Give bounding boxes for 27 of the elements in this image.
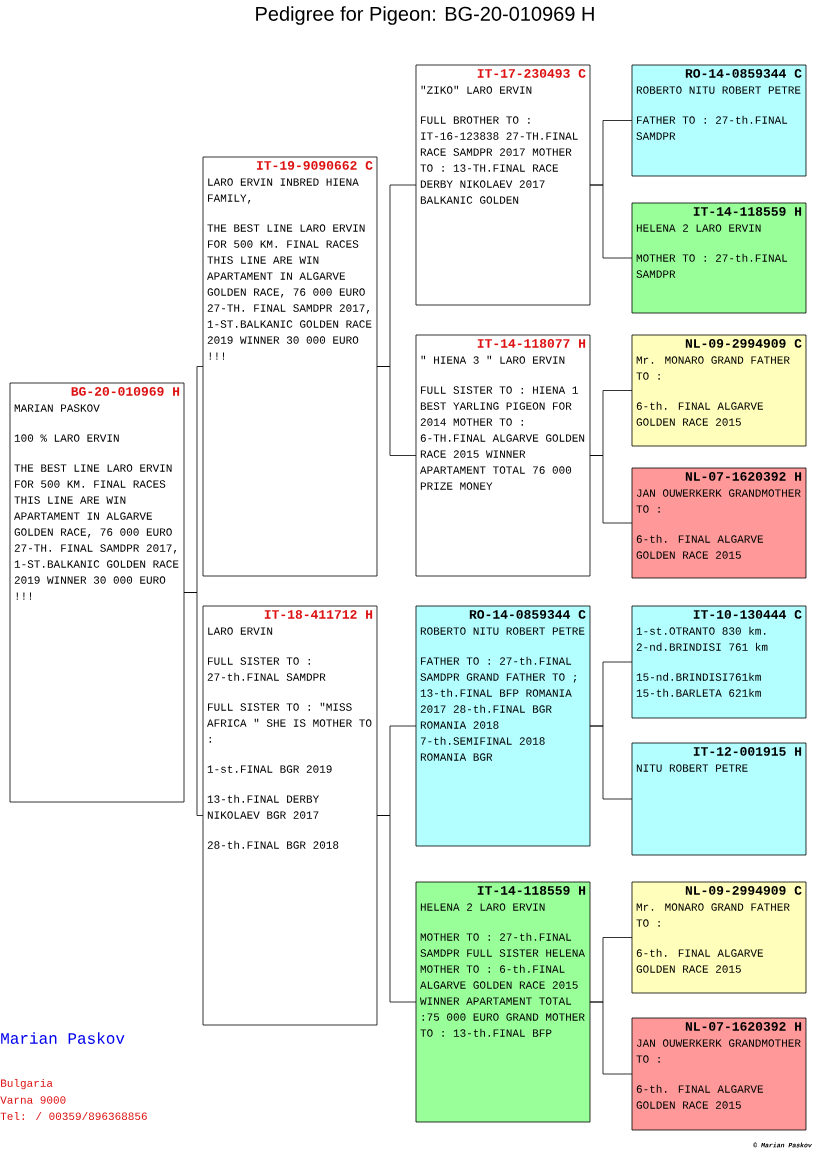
pedigree-box: IT-19-9090662 C LARO ERVIN INBRED HIENA FAMILY, THE BEST LINE LARO ERVIN FOR 500 KM. FINAL RACES THIS LINE ARE WIN APARTAMENT IN ALGARVE GOLDEN RACE, 76 000 EURO 27-TH. FINAL SAMDPR 2017, 1-ST.BALKANIC GOLDEN RACE 2019 WINNER 30 000 EURO !!! — [202, 156, 378, 577]
title: Pedigree for Pigeon: BG-20-010969 H — [256, 6, 594, 25]
pedigree-box: IT-17-230493 C "ZIKO" LARO ERVIN FULL BROTHER TO : IT-16-123838 27-TH.FINAL RACE SAMDPR 2017 MOTHER TO : 13-TH.FINAL RACE DERBY NIKOLAEV 2017 BALKANIC GOLDEN — [415, 64, 591, 306]
pedigree-box: NL-07-1620392 H JAN OUWERKERK GRANDMOTHER TO : 6-th. FINAL ALGARVE GOLDEN RACE 2015 — [631, 1017, 807, 1131]
connector-line — [589, 455, 633, 524]
pedigree-box: NL-09-2994909 C Mr. MONARO GRAND FATHER TO : 6-th. FINAL ALGARVE GOLDEN RACE 2015 — [631, 881, 807, 994]
pedigree-box: IT-12-001915 H NITU ROBERT PETRE — [631, 742, 807, 856]
pedigree-box: RO-14-0859344 C ROBERTO NITU ROBERT PETRE FATHER TO : 27-th.FINAL SAMDPR — [631, 64, 807, 177]
address-line: Varna 9000 — [0, 1096, 66, 1104]
pedigree-box: NL-07-1620392 H JAN OUWERKERK GRANDMOTHER TO : 6-th. FINAL ALGARVE GOLDEN RACE 2015 — [631, 467, 807, 579]
address-line: Bulgaria — [1, 1078, 53, 1090]
pedigree-box: IT-18-411712 H LARO ERVIN FULL SISTER TO : 27-th.FINAL SAMDPR FULL SISTER TO : "MISS AFRICA " SHE IS MOTHER TO : 1-st.FINAL BGR 2019 13-th.FINAL DERBY NIKOLAEV BGR 2017 28-th.FINAL BGR 2018 — [202, 605, 378, 1026]
connector-line — [589, 1001, 633, 1075]
pedigree-box: IT-14-118559 H HELENA 2 LARO ERVIN MOTHER TO : 27-th.FINAL SAMDPR — [631, 202, 807, 314]
pedigree-box: RO-14-0859344 C ROBERTO NITU ROBERT PETRE FATHER TO : 27-th.FINAL SAMDPR GRAND FATHER TO ; 13-th.FINAL BFP ROMANIA 2017 28-th.FINAL BGR ROMANIA 2018 7-th.SEMIFINAL 2018 ROMANIA BGR — [415, 605, 591, 847]
pedigree-box: IT-10-130444 C 1-st.OTRANTO 830 km. 2-nd.BRINDISI 761 km 15-nd.BRINDISI761km 15-th.BARLETA 621km — [631, 605, 807, 719]
connector-line — [589, 725, 633, 800]
breeder-name: Marian Paskov — [1, 1032, 125, 1044]
connector-line — [376, 366, 417, 456]
connector-line — [589, 184, 633, 259]
pedigree-box: IT-14-118559 H HELENA 2 LARO ERVIN MOTHER TO : 27-th.FINAL SAMDPR FULL SISTER HELENA MOTHER TO : 6-th.FINAL ALGARVE GOLDEN RACE 2015 WINNER APARTAMENT TOTAL :75 000 EURO GRAND MOTHER TO : 13-th.FINAL BFP — [415, 881, 591, 1123]
pedigree-box: IT-14-118077 H " HIENA 3 " LARO ERVIN FULL SISTER TO : HIENA 1 BEST YARLING PIGEON FOR 2014 MOTHER TO : 6-TH.FINAL ALGARVE GOLDEN RACE 2015 WINNER APARTAMENT TOTAL 76 000 PRIZE MONEY — [415, 334, 591, 577]
phone-number: Tel: / 00359/896368856 — [0, 1111, 147, 1121]
pedigree-box: NL-09-2994909 C Mr. MONARO GRAND FATHER TO : 6-th. FINAL ALGARVE GOLDEN RACE 2015 — [631, 334, 807, 447]
connector-line — [376, 815, 417, 1003]
pedigree-box: BG-20-010969 H MARIAN PASKOV 100 % LARO ERVIN THE BEST LINE LARO ERVIN FOR 500 KM. FINAL RACES THIS LINE ARE WIN APARTAMENT IN ALGARVE GOLDEN RACE, 76 000 EURO 27-TH. FINAL SAMDPR 2017, 1-ST.BALKANIC GOLDEN RACE 2019 WINNER 30 000 EURO !!! — [9, 382, 185, 803]
connector-line — [183, 592, 204, 816]
